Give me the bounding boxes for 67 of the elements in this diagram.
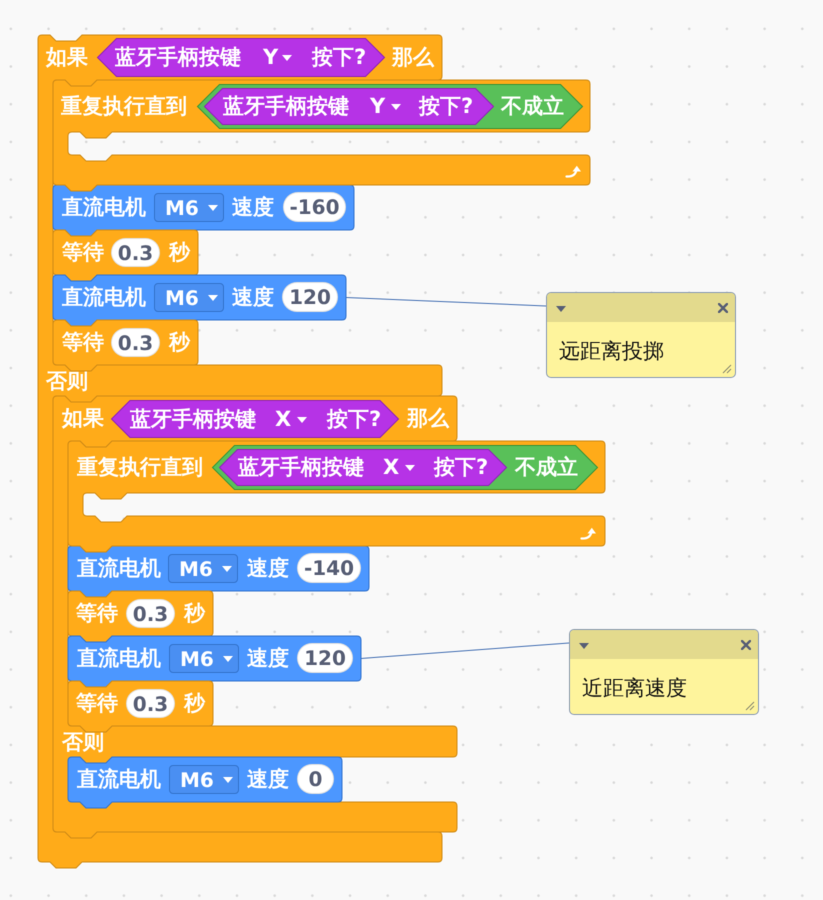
dropdown-menu: M6 <box>154 193 224 222</box>
block-label: 直流电机 <box>77 646 161 670</box>
block-label: 那么 <box>407 406 449 430</box>
boolean-condition-block <box>219 449 507 486</box>
block-label: 直流电机 <box>77 556 161 580</box>
block-label: 速度 <box>232 285 274 309</box>
comment-note <box>546 292 736 378</box>
block-label: 重复执行直到 <box>61 94 187 118</box>
motor-speed-block <box>68 546 369 597</box>
number-input: 120 <box>282 282 338 312</box>
dropdown-value: X <box>383 455 400 479</box>
block-label: 秒 <box>169 330 190 354</box>
block-label: 不成立 <box>501 94 564 118</box>
block-label: 如果 <box>46 45 88 69</box>
block-label: 蓝牙手柄按键 <box>238 455 364 479</box>
block-label: 否则 <box>46 369 88 393</box>
block-label: 等待 <box>76 691 118 715</box>
block-label: 速度 <box>247 646 289 670</box>
block-label: 秒 <box>184 691 205 715</box>
block-label: 直流电机 <box>77 767 161 791</box>
motor-speed-block <box>53 275 346 326</box>
block-label: 蓝牙手柄按键 <box>130 407 256 431</box>
block-label: 按下? <box>312 45 366 69</box>
dropdown-menu: M6 <box>169 765 239 794</box>
motor-speed-block <box>53 185 354 236</box>
block-label: 按下? <box>434 455 488 479</box>
block-label: 那么 <box>392 45 434 69</box>
block-label: 速度 <box>247 556 289 580</box>
repeat-until-block <box>53 80 590 191</box>
not-operator-block <box>197 84 583 129</box>
comment-text: 近距离速度 <box>582 675 687 701</box>
block-label: 蓝牙手柄按键 <box>115 45 241 69</box>
motor-speed-block <box>68 636 361 687</box>
dropdown-menu: M6 <box>154 283 224 312</box>
dropdown-value: Y <box>370 94 386 118</box>
block-label: 重复执行直到 <box>77 455 203 479</box>
block-label: 按下? <box>419 94 474 118</box>
number-input: 120 <box>297 643 353 673</box>
block-label: 秒 <box>169 240 190 264</box>
block-label: 速度 <box>232 195 274 219</box>
dropdown-value: X <box>275 407 292 431</box>
boolean-condition-block <box>204 88 494 125</box>
number-input: -140 <box>297 553 361 583</box>
block-label: 等待 <box>76 601 118 625</box>
dropdown-value: Y <box>263 45 278 69</box>
not-operator-block <box>212 445 598 490</box>
comment-text: 远距离投掷 <box>559 338 664 364</box>
block-label: 不成立 <box>515 455 578 479</box>
dropdown-menu: M6 <box>168 554 238 583</box>
repeat-until-block <box>68 441 605 552</box>
block-label: 按下? <box>327 407 382 431</box>
block-label: 否则 <box>62 730 104 754</box>
block-label: 速度 <box>247 767 289 791</box>
boolean-condition-block <box>111 400 399 438</box>
block-label: 等待 <box>62 240 104 264</box>
number-input: -160 <box>283 192 346 222</box>
comment-link-line <box>360 642 570 659</box>
block-label: 如果 <box>62 406 104 430</box>
comment-link-line <box>346 297 546 306</box>
block-label: 直流电机 <box>62 285 146 309</box>
block-label: 秒 <box>184 601 205 625</box>
boolean-condition-block <box>97 38 385 77</box>
dropdown-menu: M6 <box>169 644 239 673</box>
block-label: 蓝牙手柄按键 <box>223 94 349 118</box>
comment-note <box>569 629 759 715</box>
block-label: 等待 <box>62 330 104 354</box>
block-label: 直流电机 <box>62 195 146 219</box>
